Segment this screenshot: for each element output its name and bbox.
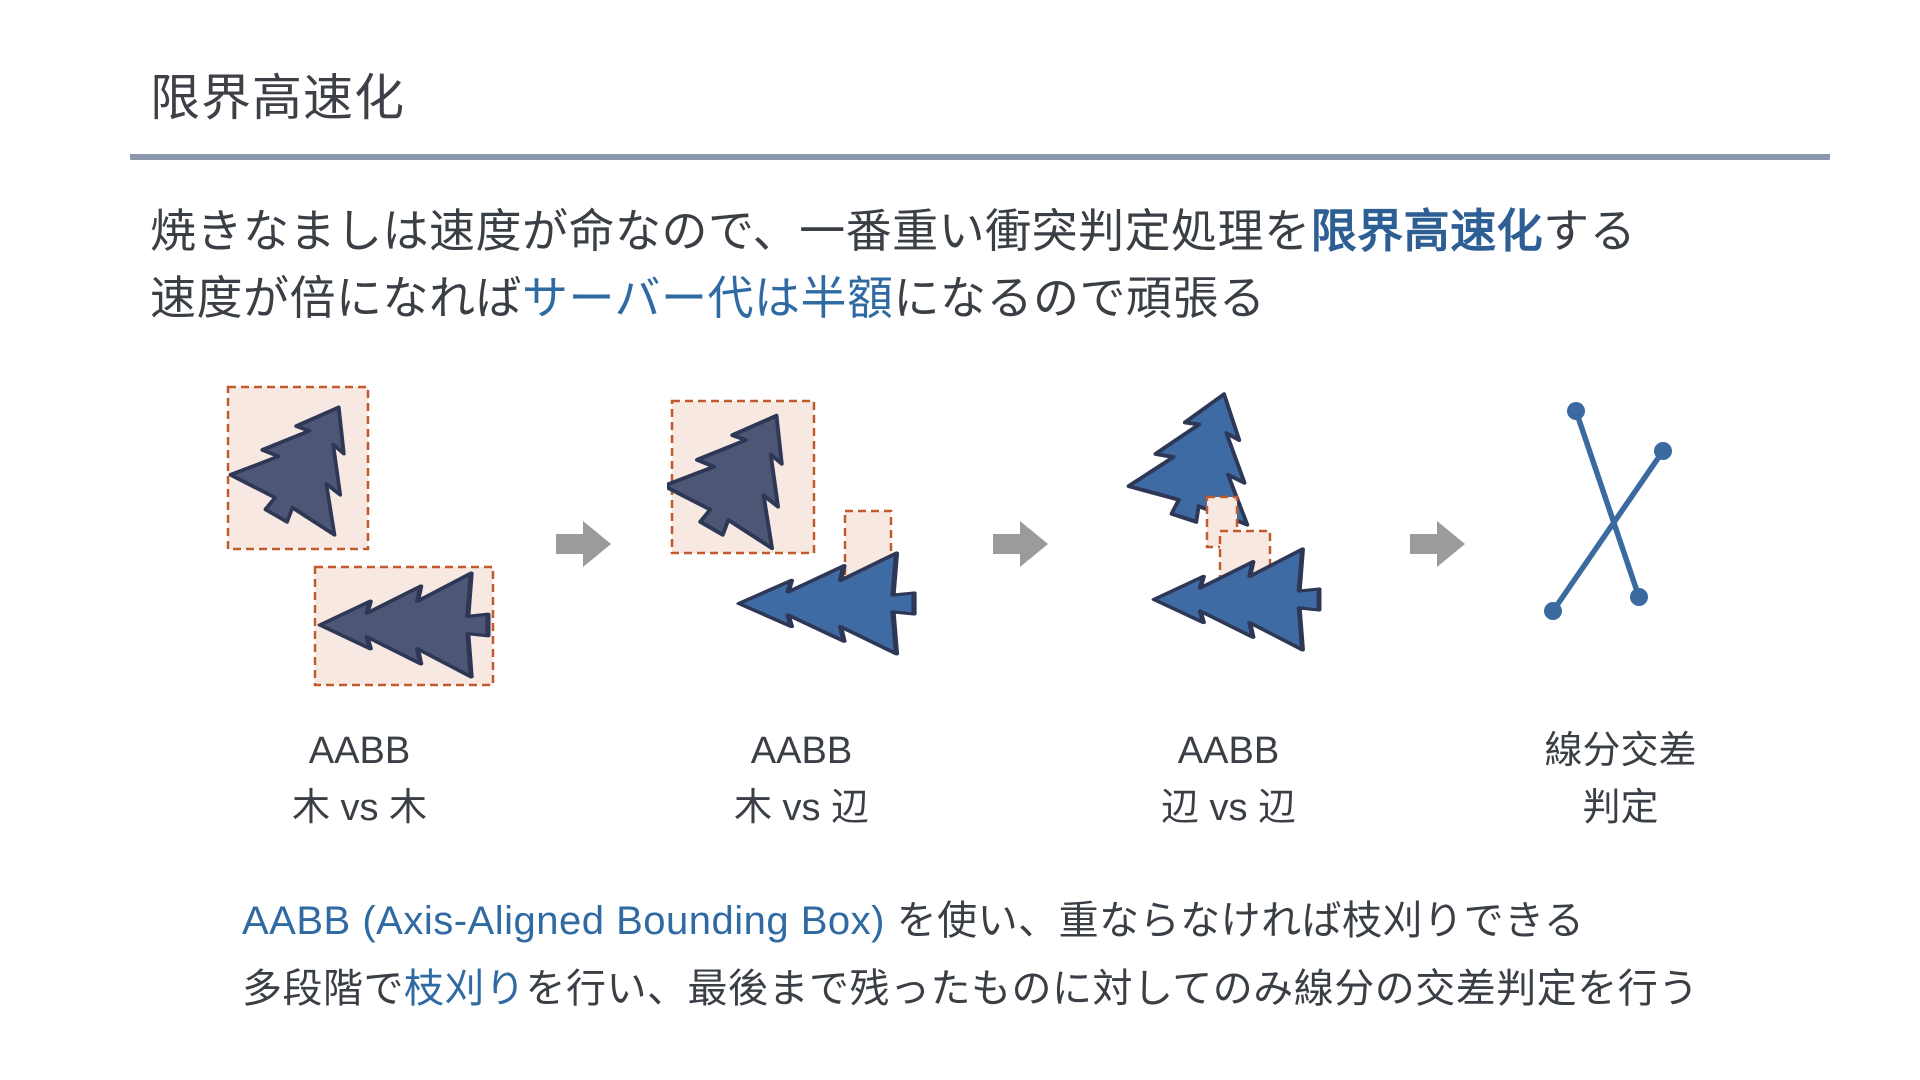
footer-line2-post: を行い、最後まで残ったものに対してのみ線分の交差判定を行う <box>525 967 1699 1012</box>
line2-highlight: サーバー代は半額 <box>522 271 894 324</box>
footer-line2-pre: 多段階で <box>242 967 404 1012</box>
stage-label-line2: 木 vs 木 <box>291 787 428 830</box>
line1-emphasis: 限界高速化 <box>1310 205 1544 257</box>
title-rule <box>130 154 1830 160</box>
segment-cross-icon <box>1543 402 1672 621</box>
edge-vs-edge-diagram-icon <box>1122 379 1354 709</box>
footer-line1-rest: を使い、重ならなければ枝刈りできる <box>885 899 1585 944</box>
paragraph-line-2: 速度が倍になればサーバー代は半額になるので頑張る <box>150 265 1790 332</box>
tree-icon <box>739 553 914 654</box>
stage-aabb-edge-vs-edge: AABB 辺 vs 辺 <box>1104 379 1354 837</box>
line1-pre: 焼きなましは速度が命なので、一番重い衝突判定処理を <box>150 205 1311 257</box>
tree-vs-edge-diagram-icon <box>666 382 937 709</box>
stage-label-line1: AABB <box>1177 730 1280 773</box>
stage-label-line1: 線分交差 <box>1544 730 1697 773</box>
slide-title: 限界高速化 <box>150 70 405 126</box>
stage-label-line1: AABB <box>750 730 853 773</box>
stage-label: 線分交差 判定 <box>1544 723 1696 837</box>
flow-arrow-icon <box>1409 521 1465 572</box>
stage-label-line2: 判定 <box>1582 787 1659 830</box>
stage-label-line2: 辺 vs 辺 <box>1160 787 1297 830</box>
body-paragraph: 焼きなましは速度が命なので、一番重い衝突判定処理を限界高速化する 速度が倍になれ… <box>150 198 1790 331</box>
stage-label-line2: 木 vs 辺 <box>733 787 870 830</box>
tree-vs-tree-diagram-icon <box>221 379 494 687</box>
footer-line-1: AABB (Axis-Aligned Bounding Box) を使い、重なら… <box>242 887 1790 955</box>
paragraph-line-1: 焼きなましは速度が命なので、一番重い衝突判定処理を限界高速化する <box>150 198 1790 265</box>
stage-label: AABB 木 vs 木 <box>292 723 427 837</box>
line2-pre: 速度が倍になれば <box>150 271 522 324</box>
stage-aabb-tree-vs-edge: AABB 木 vs 辺 <box>666 379 937 837</box>
footer-line2-highlight: 枝刈り <box>404 967 526 1012</box>
flow-arrow-icon <box>555 521 611 572</box>
stage-label-line1: AABB <box>308 730 411 773</box>
flow-arrow-icon <box>992 521 1048 572</box>
line2-post: になるので頑張る <box>893 271 1266 324</box>
tree-icon <box>1122 379 1285 540</box>
footer-line-2: 多段階で枝刈りを行い、最後まで残ったものに対してのみ線分の交差判定を行う <box>242 955 1790 1023</box>
stage-label: AABB 木 vs 辺 <box>734 723 869 837</box>
footer-note: AABB (Axis-Aligned Bounding Box) を使い、重なら… <box>242 887 1790 1023</box>
diagram-row: AABB 木 vs 木 AABB 木 vs 辺 <box>150 379 1790 837</box>
stage-aabb-tree-vs-tree: AABB 木 vs 木 <box>220 379 500 837</box>
line1-post: する <box>1543 205 1637 257</box>
stage-label: AABB 辺 vs 辺 <box>1161 723 1296 837</box>
stage-segment-intersection: 線分交差 判定 <box>1521 379 1721 837</box>
footer-line1-highlight: AABB (Axis-Aligned Bounding Box) <box>242 899 885 944</box>
